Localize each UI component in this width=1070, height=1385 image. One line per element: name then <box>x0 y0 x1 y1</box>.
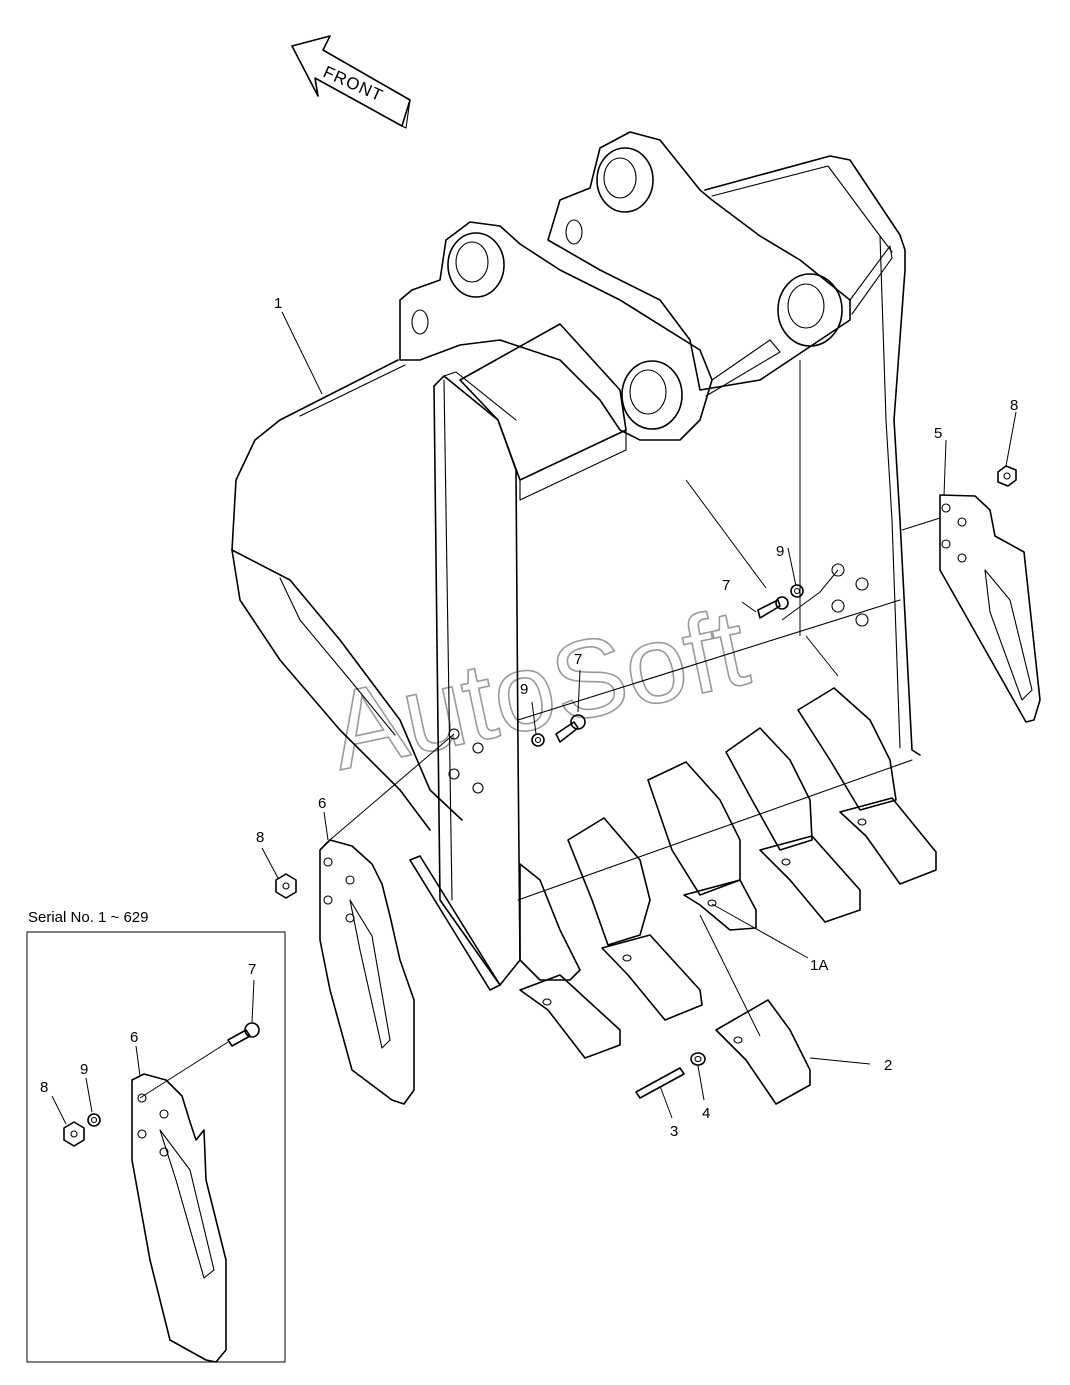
bucket-teeth <box>519 687 937 1059</box>
inset-callout-8: 8 <box>40 1079 48 1096</box>
tooth-1 <box>519 863 621 1059</box>
front-direction-arrow: FRONT <box>291 35 411 129</box>
bucket-body <box>231 155 921 991</box>
watermark: AutoSoft <box>319 585 757 793</box>
hardware <box>275 465 1017 899</box>
tooth-2 <box>567 817 703 1021</box>
serial-inset: Serial No. 1 ~ 629 7 6 9 8 <box>26 909 286 1363</box>
callout-7-upper: 7 <box>722 577 730 594</box>
tooth-5 <box>797 687 937 885</box>
side-cutter-right <box>939 494 1041 723</box>
callout-9-lower: 9 <box>520 681 528 698</box>
leader-lines <box>261 311 1017 1119</box>
tooth-4 <box>725 727 861 923</box>
callout-6: 6 <box>318 795 326 812</box>
callout-2: 2 <box>884 1057 892 1074</box>
inset-title: Serial No. 1 ~ 629 <box>28 909 149 926</box>
tooth-3 <box>647 761 757 931</box>
callout-9-upper: 9 <box>776 543 784 560</box>
inset-callout-9: 9 <box>80 1061 88 1078</box>
callout-5: 5 <box>934 425 942 442</box>
inset-callout-6: 6 <box>130 1029 138 1046</box>
callout-labels: 1 1A 2 3 4 5 6 7 7 8 8 9 9 <box>256 295 1018 1140</box>
callout-7-lower: 7 <box>574 651 582 668</box>
inset-callout-7: 7 <box>248 961 256 978</box>
callout-1a: 1A <box>810 957 828 974</box>
callout-8-right: 8 <box>1010 397 1018 414</box>
callout-8-left: 8 <box>256 829 264 846</box>
spare-tooth-parts <box>635 999 811 1105</box>
callout-3: 3 <box>670 1123 678 1140</box>
side-cutter-left <box>319 839 415 1105</box>
link-brackets <box>399 131 893 501</box>
callout-4: 4 <box>702 1105 710 1122</box>
callout-1: 1 <box>274 295 282 312</box>
